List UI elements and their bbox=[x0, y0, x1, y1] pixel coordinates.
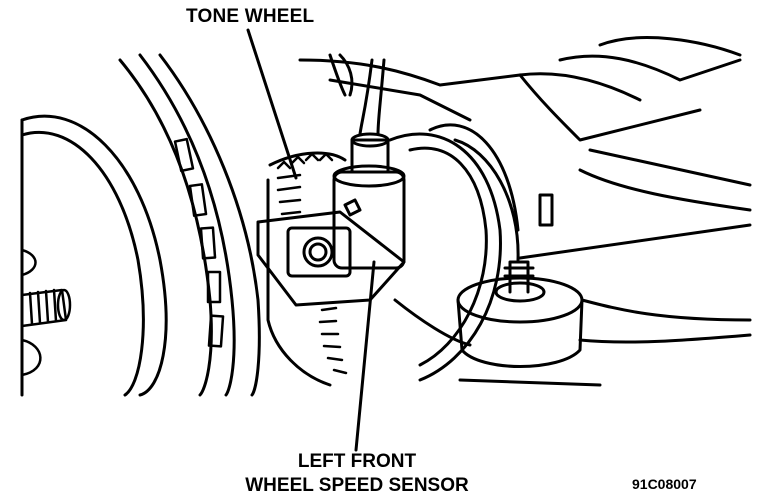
leader-lines bbox=[246, 28, 376, 452]
control-arm bbox=[298, 36, 752, 227]
sensor-leader bbox=[354, 260, 376, 452]
figure-code: 91C08007 bbox=[632, 476, 697, 492]
sensor-label-line-2: WHEEL SPEED SENSOR bbox=[245, 475, 469, 496]
ball-joint bbox=[456, 223, 752, 387]
tone-wheel bbox=[266, 151, 348, 387]
brake-rotor bbox=[20, 53, 261, 397]
sensor-bracket bbox=[256, 210, 406, 307]
tone-wheel-leader bbox=[246, 28, 298, 180]
tone-wheel-label: TONE WHEEL bbox=[186, 6, 315, 27]
axle-boot bbox=[388, 123, 520, 382]
hub-bolt bbox=[20, 248, 72, 377]
wheel-speed-sensor bbox=[332, 58, 406, 270]
wheel-speed-sensor-label: LEFT FRONT WHEEL SPEED SENSOR bbox=[212, 450, 502, 498]
sensor-label-line-1: LEFT FRONT bbox=[297, 451, 417, 472]
